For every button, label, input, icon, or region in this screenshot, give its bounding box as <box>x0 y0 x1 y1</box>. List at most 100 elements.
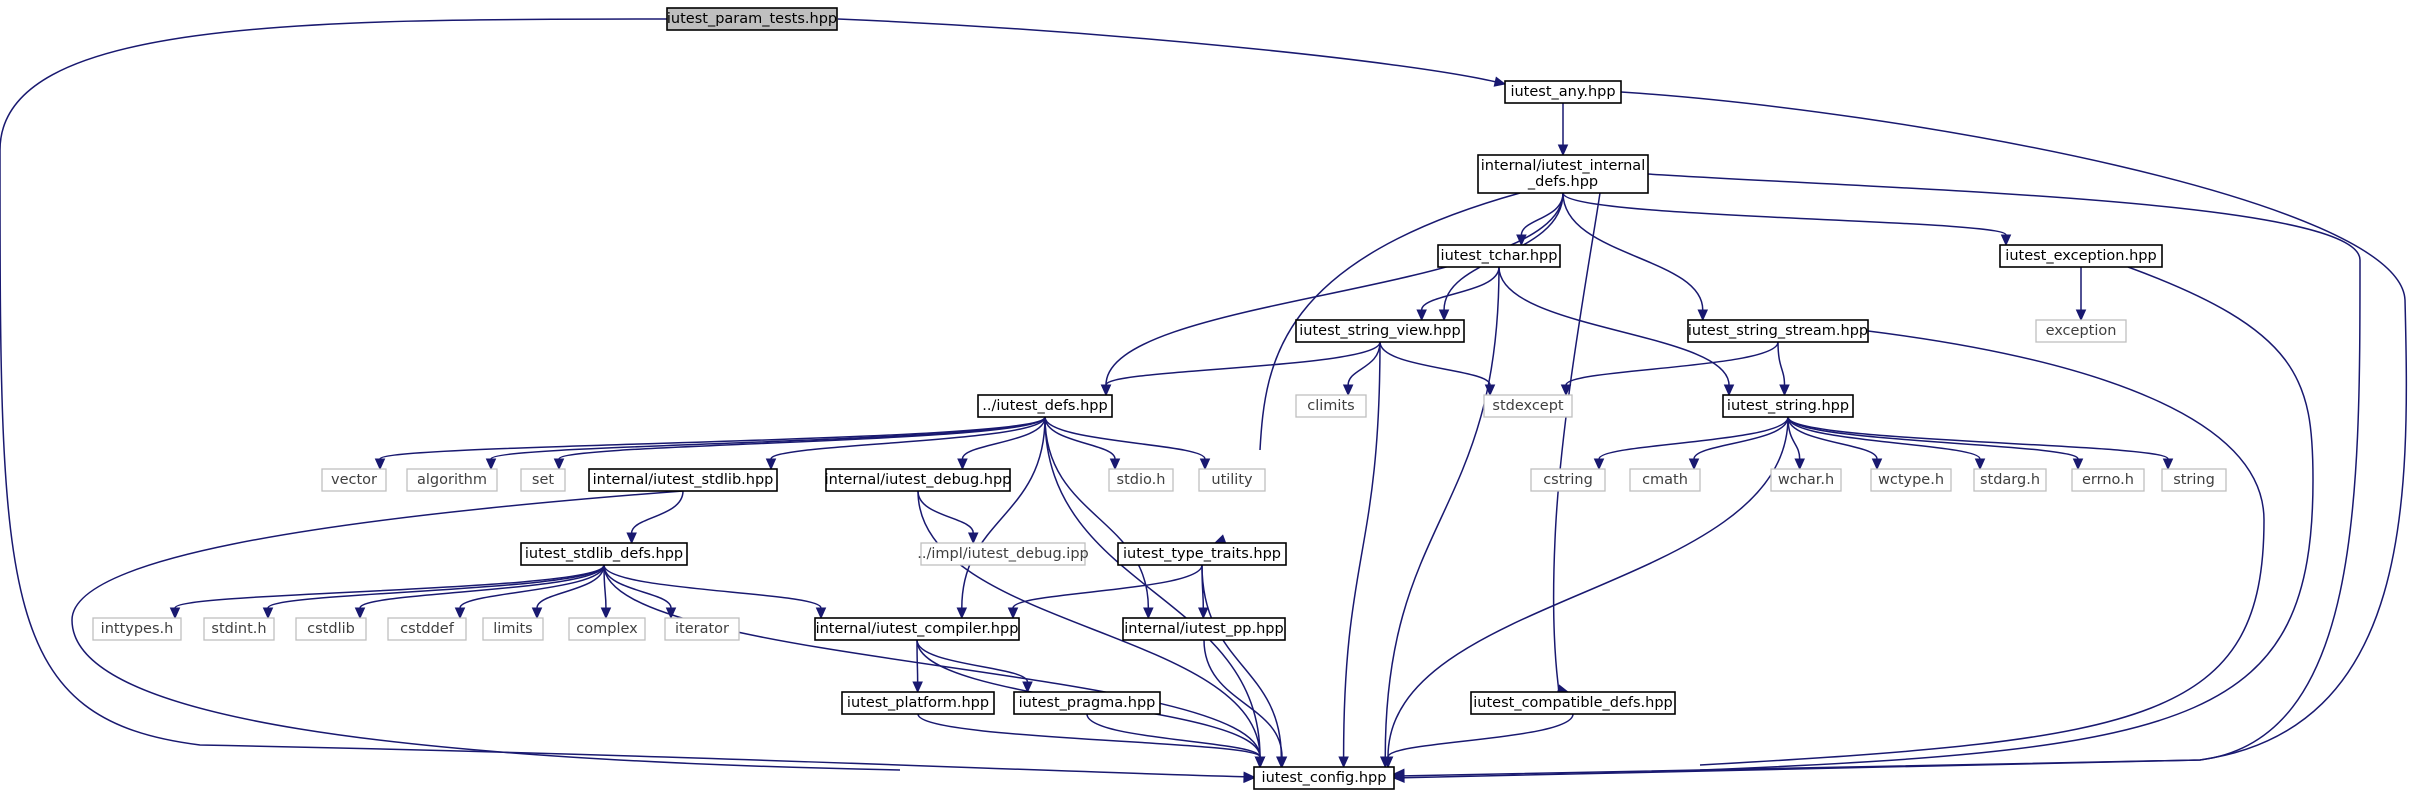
arrowhead-defs-to-algorithm <box>485 458 497 471</box>
node-vector: vector <box>321 468 387 492</box>
node-string-hpp[interactable]: iutest_string.hpp <box>1722 394 1854 418</box>
node-stdarg: stdarg.h <box>1973 468 2047 492</box>
node-label: complex <box>576 621 638 637</box>
node-pragma[interactable]: iutest_pragma.hpp <box>1013 691 1161 715</box>
node-compiler[interactable]: internal/iutest_compiler.hpp <box>814 617 1020 641</box>
edge-internal_defs-to-compatible <box>1552 192 1601 691</box>
edge-any-to-config <box>1403 91 2408 779</box>
node-label: internal/iutest_debug.hpp <box>825 472 1012 488</box>
node-box <box>920 542 1086 566</box>
node-label: iutest_pragma.hpp <box>1019 695 1156 711</box>
node-label: utility <box>1211 472 1253 488</box>
edge-stdlib_defs-to-stdint <box>267 564 605 609</box>
arrowhead-compiler-to-pragma <box>1022 681 1033 694</box>
node-box <box>1470 691 1676 715</box>
node-label: iutest_tchar.hpp <box>1441 248 1558 264</box>
arrowhead-defs-to-compiler <box>956 607 968 620</box>
arrowhead-string_hpp-to-errno <box>2072 458 2084 471</box>
node-string-stream[interactable]: iutest_string_stream.hpp <box>1687 319 1869 343</box>
edge-root-to-any <box>837 18 1496 83</box>
edge-pp-to-config <box>1203 639 1283 758</box>
arrowhead-stdlib_defs-to-complex <box>600 607 612 620</box>
node-compatible[interactable]: iutest_compatible_defs.hpp <box>1470 691 1676 715</box>
node-platform[interactable]: iutest_platform.hpp <box>841 691 995 715</box>
arrowhead-stdlib_defs-to-inttypes <box>169 607 181 620</box>
edge-pragma-to-config <box>1086 713 1261 758</box>
arrowhead-string_hpp-to-stdarg <box>1974 458 1986 471</box>
edge-tchar-to-string_view <box>1420 266 1500 311</box>
arrowhead-stdlib_defs-to-compiler <box>815 607 827 620</box>
node-label: algorithm <box>417 472 487 488</box>
arrowhead-stdlib_defs-to-iterator <box>665 607 677 620</box>
edge-defs-to-stdlib <box>770 416 1046 460</box>
node-internal-defs[interactable]: internal/iutest_internal_defs.hpp <box>1477 154 1649 194</box>
arrowhead-defs-to-pp <box>1143 607 1154 620</box>
node-box <box>2071 468 2145 492</box>
node-label: stdio.h <box>1117 472 1166 488</box>
node-any[interactable]: iutest_any.hpp <box>1504 80 1622 104</box>
node-box <box>2035 319 2127 343</box>
node-errno: errno.h <box>2071 468 2145 492</box>
node-debug[interactable]: internal/iutest_debug.hpp <box>825 468 1012 492</box>
node-box <box>1295 319 1465 343</box>
node-label: iterator <box>675 621 729 637</box>
node-config[interactable]: iutest_config.hpp <box>1253 766 1395 790</box>
arrowhead-stdlib_defs-to-stdint <box>262 607 274 620</box>
node-label: iutest_param_tests.hpp <box>667 11 837 27</box>
node-tchar[interactable]: iutest_tchar.hpp <box>1437 244 1561 268</box>
arrowhead-stdlib_defs-to-cstddef <box>454 607 466 620</box>
arrowhead-stdlib_defs-to-limits <box>531 607 543 620</box>
node-label: limits <box>493 621 532 637</box>
node-label: set <box>532 472 554 488</box>
edge-string_view-to-config <box>1342 341 1381 758</box>
arrowhead-stdlib_defs-to-cstdlib <box>354 607 366 620</box>
edge-string_stream-to-stdexcept <box>1565 341 1779 386</box>
node-defs[interactable]: ../iutest_defs.hpp <box>977 394 1113 418</box>
edge-type_traits-to-compiler <box>1012 564 1203 609</box>
arrowhead-defs-to-stdlib <box>765 458 777 471</box>
arrowhead-any-to-internal_defs <box>1557 144 1569 157</box>
node-label: cstddef <box>400 621 455 637</box>
node-stdexcept: stdexcept <box>1483 394 1573 418</box>
node-box <box>321 468 387 492</box>
node-box <box>1870 468 1952 492</box>
edge-stdlib_defs-to-cstdlib <box>359 564 605 609</box>
node-label: internal/iutest_pp.hpp <box>1124 621 1283 637</box>
arrowhead-string_stream-to-config <box>1392 768 1405 780</box>
arrowhead-defs-to-utility <box>1199 458 1211 471</box>
arrowhead-exception_hpp-to-exception <box>2075 309 2087 322</box>
node-limits: limits <box>482 617 544 641</box>
arrowhead-internal_defs-to-string_stream <box>1697 309 1709 322</box>
node-box <box>1973 468 2047 492</box>
node-box <box>1013 691 1161 715</box>
edge-string_hpp-to-errno <box>1787 416 2079 460</box>
node-label: climits <box>1307 398 1354 414</box>
node-type-traits[interactable]: iutest_type_traits.hpp <box>1117 542 1287 566</box>
edge-stdlib_defs-to-cstddef <box>459 564 605 609</box>
edge-defs-to-algorithm <box>490 416 1046 460</box>
node-string-view[interactable]: iutest_string_view.hpp <box>1295 319 1465 343</box>
arrowhead-string_view-to-climits <box>1342 384 1354 397</box>
node-label: wctype.h <box>1878 472 1944 488</box>
edge-string_hpp-to-wctype <box>1787 416 1878 460</box>
edge-internal_defs-to-defs <box>1105 192 1564 386</box>
edge-defs-to-stdio <box>1044 416 1116 460</box>
edge-stdlib-to-config <box>71 490 901 771</box>
node-iterator: iterator <box>664 617 740 641</box>
node-stdlib-defs[interactable]: iutest_stdlib_defs.hpp <box>520 542 688 566</box>
edge-defs-to-pp <box>1044 416 1150 609</box>
node-label: stdexcept <box>1492 398 1564 414</box>
edge-defs-to-compiler <box>961 416 1046 609</box>
node-stdlib[interactable]: internal/iutest_stdlib.hpp <box>588 468 778 492</box>
node-pp[interactable]: internal/iutest_pp.hpp <box>1122 617 1286 641</box>
arrowhead-tchar-to-string_view <box>1416 309 1427 322</box>
node-label: iutest_string_stream.hpp <box>1688 323 1868 339</box>
node-exception-hpp[interactable]: iutest_exception.hpp <box>1999 244 2163 268</box>
arrowhead-string_hpp-to-string <box>2162 458 2174 471</box>
node-box <box>666 7 838 31</box>
arrowhead-compatible-to-config <box>1382 756 1394 769</box>
node-box <box>1437 244 1561 268</box>
node-box <box>406 468 498 492</box>
edge-string_stream-to-config <box>1699 330 2265 766</box>
node-label: vector <box>331 472 377 488</box>
